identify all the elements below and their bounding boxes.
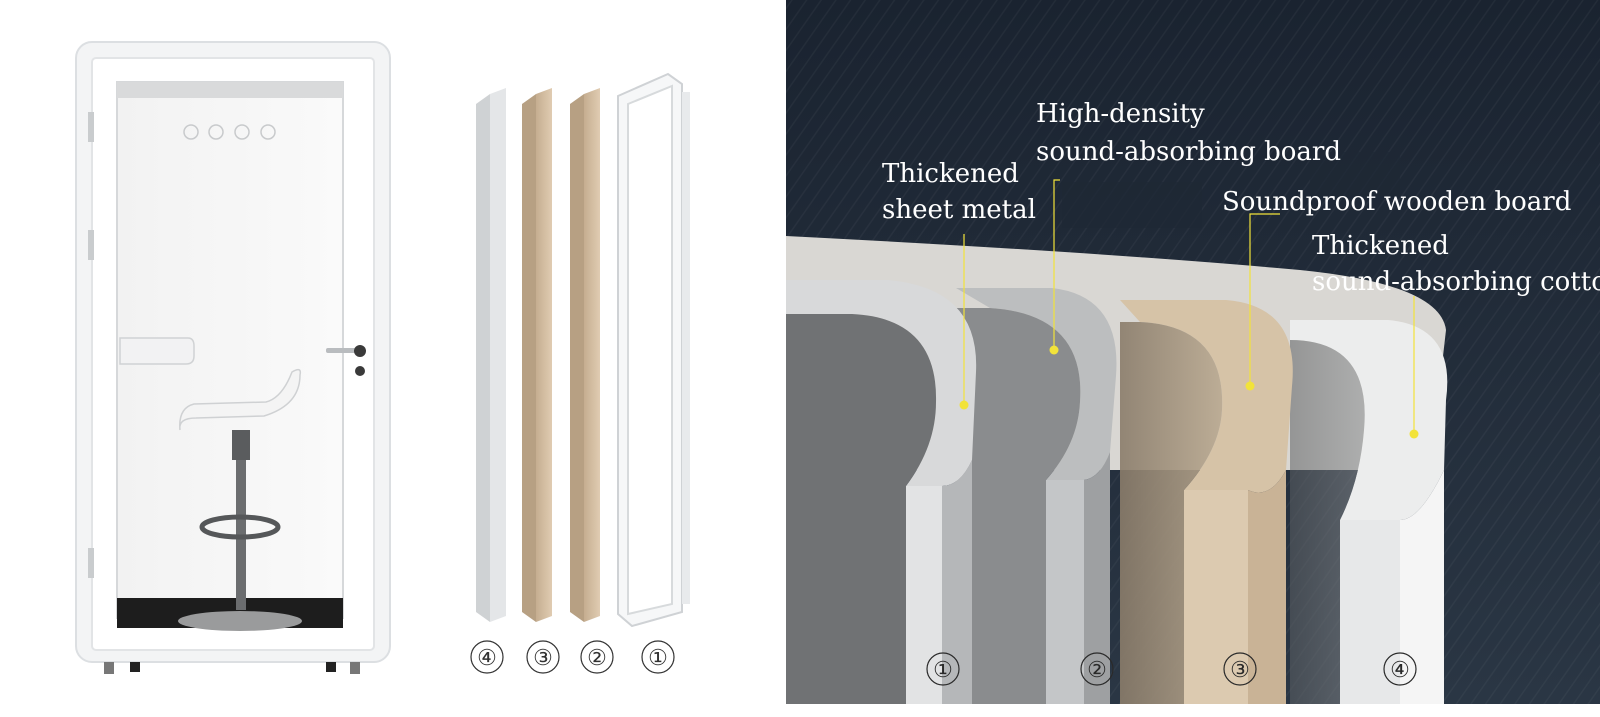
control-panel-icons [183,124,276,140]
leader-dots [959,345,1419,439]
section-numeral-3: ③ [1230,658,1250,683]
exploded-number-1 [641,640,675,674]
svg-text:Thickened: Thickened [882,159,1019,189]
section-number-3 [1223,652,1257,686]
label-high-density-board: High-density sound-absorbing board [1036,99,1341,167]
svg-text:High-density: High-density [1036,99,1205,129]
label-sound-absorbing-cotton: Thickened sound-absorbing cotton [1312,231,1600,297]
section-number-1 [926,652,960,686]
exploded-numeral-4: ④ [477,646,497,671]
svg-text:sound-absorbing cotton: sound-absorbing cotton [1312,267,1600,297]
section-number-row [926,652,1417,686]
exploded-layer-3-wood [522,88,552,622]
phone-booth [75,41,391,674]
section-layer-1-metal [786,280,977,704]
exploded-number-3 [526,640,560,674]
section-number-2 [1080,652,1114,686]
section-layer-2-board [956,288,1117,704]
label-thickened-sheet-metal: Thickened sheet metal [882,159,1036,225]
svg-text:sheet metal: sheet metal [882,195,1036,225]
exploded-layers [476,72,690,628]
section-numerals: ① ② ③ ④ [933,658,1410,683]
leader-lines [963,179,1415,432]
exploded-layer-1-frame [617,72,690,628]
door-handle [326,345,366,376]
section-number-4 [1383,652,1417,686]
exploded-numeral-2: ② [587,646,607,671]
exploded-layer-2-wood [570,88,600,622]
exploded-numeral-1: ① [648,646,668,671]
exploded-numerals: ④ ③ ② ① [477,646,668,671]
bar-stool [179,368,302,610]
svg-text:Thickened: Thickened [1312,231,1449,261]
svg-text:sound-absorbing board: sound-absorbing board [1036,137,1341,167]
exploded-numeral-3: ③ [533,646,553,671]
svg-text:Soundproof wooden board: Soundproof wooden board [1222,187,1571,217]
section-layer-4-cotton [1290,320,1448,704]
section-numeral-1: ① [933,658,953,683]
label-soundproof-wooden-board: Soundproof wooden board [1222,187,1571,217]
exploded-layer-4-cotton [476,88,506,622]
exploded-number-2 [580,640,614,674]
exploded-number-row [470,640,675,674]
exploded-number-4 [470,640,504,674]
section-layer-3-wood [1120,300,1293,704]
section-numeral-2: ② [1087,658,1107,683]
cross-section-panel: Thickened sheet metal High-density sound… [786,0,1600,704]
section-numeral-4: ④ [1390,658,1410,683]
